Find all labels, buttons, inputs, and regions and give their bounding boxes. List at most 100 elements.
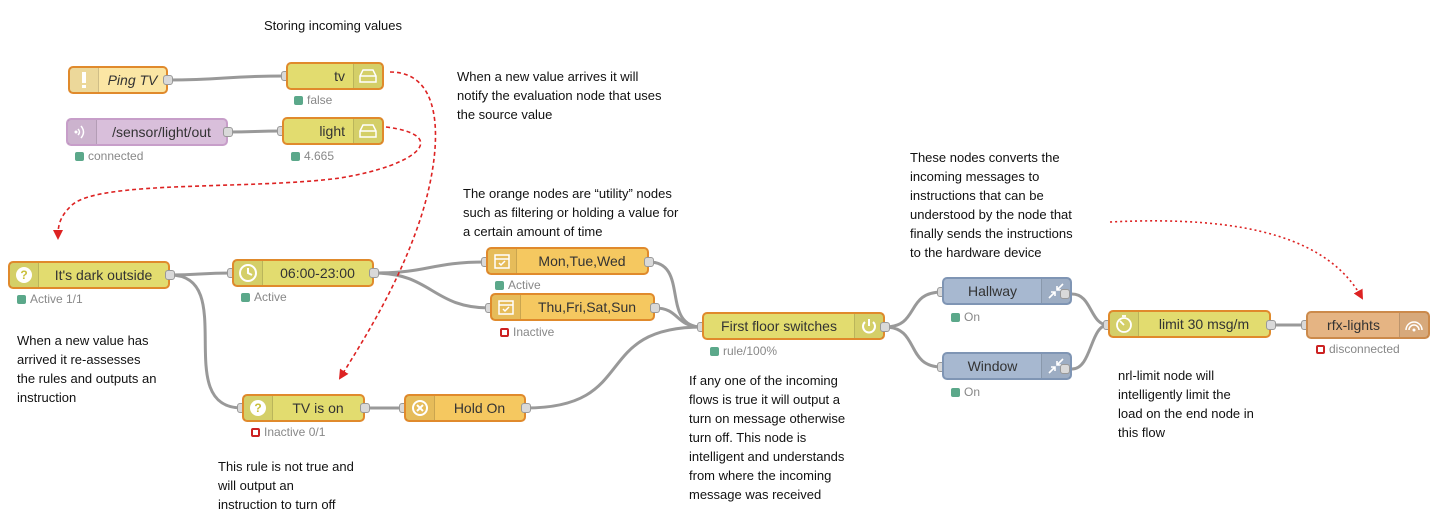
output-port[interactable] — [644, 257, 654, 267]
status-window: On — [951, 385, 980, 399]
status-dot — [75, 151, 84, 161]
node-label: TV is on — [292, 400, 344, 416]
question-icon: ? — [244, 396, 273, 420]
node-light[interactable]: light — [282, 117, 384, 145]
node-hallway[interactable]: Hallway — [942, 277, 1072, 305]
calendar-icon — [492, 295, 521, 319]
node-mon-wed[interactable]: Mon,Tue,Wed — [486, 247, 649, 275]
calendar-icon — [488, 249, 517, 273]
output-port[interactable] — [223, 127, 233, 137]
status-dot — [951, 387, 960, 397]
node-rfx-lights[interactable]: rfx-lights — [1306, 311, 1430, 339]
status-thu-sun: Inactive — [500, 325, 554, 339]
node-label: Thu,Fri,Sat,Sun — [537, 299, 637, 315]
node-tv[interactable]: tv — [286, 62, 384, 90]
status-text: rule/100% — [723, 344, 778, 358]
status-dot — [291, 151, 300, 161]
annotation-nrl-limit: nrl-limit node will intelligently limit … — [1118, 368, 1254, 440]
output-port[interactable] — [650, 303, 660, 313]
status-text: disconnected — [1329, 342, 1400, 356]
status-text: Inactive — [513, 325, 555, 339]
node-label: Mon,Tue,Wed — [538, 253, 626, 269]
node-ping-tv[interactable]: Ping TV — [68, 66, 168, 94]
node-label: limit 30 msg/m — [1158, 316, 1250, 332]
node-label: Hallway — [967, 283, 1017, 299]
storage-icon — [353, 64, 382, 88]
output-port[interactable] — [369, 268, 379, 278]
status-light: 4.665 — [291, 149, 334, 163]
status-dot — [294, 95, 303, 105]
status-dot — [495, 280, 504, 290]
node-window[interactable]: Window — [942, 352, 1072, 380]
annotation-if-any: If any one of the incoming flows is true… — [689, 373, 846, 502]
wire-first-window — [884, 325, 943, 369]
svg-text:?: ? — [254, 401, 261, 415]
annotation-arrows — [53, 71, 1363, 380]
node-label: tv — [334, 68, 345, 84]
output-port[interactable] — [1060, 364, 1070, 374]
node-mqtt-in[interactable]: /sensor/light/out — [66, 118, 228, 146]
status-dot — [710, 346, 719, 356]
node-label: light — [319, 123, 345, 139]
annotation-utility: The orange nodes are “utility” nodes suc… — [463, 186, 679, 239]
annotation-new-value: When a new value arrives it will notify … — [457, 69, 662, 122]
output-port[interactable] — [163, 75, 173, 85]
node-label: Hold On — [453, 400, 506, 416]
status-mqtt: connected — [75, 149, 143, 163]
output-port[interactable] — [880, 322, 890, 332]
question-icon: ? — [10, 263, 39, 287]
status-text: Active 1/1 — [30, 292, 83, 306]
output-port[interactable] — [521, 403, 531, 413]
status-first-floor: rule/100% — [710, 344, 777, 358]
arrow-tv-to-tvon — [338, 71, 437, 380]
annotation-converts: These nodes converts the incoming messag… — [910, 150, 1073, 260]
node-tv-on[interactable]: ? TV is on — [242, 394, 365, 422]
storage-icon — [353, 119, 382, 143]
node-label: /sensor/light/out — [112, 124, 211, 140]
output-port[interactable] — [1060, 289, 1070, 299]
status-text: 4.665 — [304, 149, 335, 163]
svg-text:?: ? — [20, 268, 27, 282]
status-dot — [241, 292, 250, 302]
node-label: Window — [967, 358, 1018, 374]
status-mon-wed: Active — [495, 278, 541, 292]
status-rfx: disconnected — [1316, 342, 1400, 356]
node-thu-sun[interactable]: Thu,Fri,Sat,Sun — [490, 293, 655, 321]
node-label: Ping TV — [107, 72, 158, 88]
node-limit[interactable]: limit 30 msg/m — [1108, 310, 1271, 338]
wire-first-hallway — [884, 290, 943, 329]
status-tv: false — [294, 93, 332, 107]
status-dot — [500, 327, 509, 337]
status-dark-outside: Active 1/1 — [17, 292, 83, 306]
status-hallway: On — [951, 310, 980, 324]
output-port[interactable] — [165, 270, 175, 280]
status-tv-on: Inactive 0/1 — [251, 425, 325, 439]
status-text: connected — [88, 149, 144, 163]
node-label: First floor switches — [721, 318, 837, 334]
clock-icon — [234, 261, 263, 285]
status-dot — [1316, 344, 1325, 354]
status-text: On — [964, 310, 981, 324]
wire-hold-first — [525, 325, 703, 410]
signal-icon — [1399, 313, 1428, 337]
node-hold-on[interactable]: Hold On — [404, 394, 526, 422]
status-text: false — [307, 93, 333, 107]
hold-icon — [406, 396, 435, 420]
power-icon — [854, 314, 883, 338]
status-time-range: Active — [241, 290, 287, 304]
node-label: 06:00-23:00 — [280, 265, 355, 281]
node-first-floor[interactable]: First floor switches — [702, 312, 885, 340]
timer-icon — [1110, 312, 1139, 336]
node-label: rfx-lights — [1327, 317, 1380, 333]
annotation-storing: Storing incoming values — [264, 18, 403, 33]
wire-time-mon — [373, 260, 487, 275]
arrow-light-to-dark — [53, 126, 422, 240]
node-label: It's dark outside — [54, 267, 153, 283]
wifi-icon — [68, 120, 97, 144]
output-port[interactable] — [360, 403, 370, 413]
output-port[interactable] — [1266, 320, 1276, 330]
exclamation-icon — [70, 68, 99, 92]
node-time-range[interactable]: 06:00-23:00 — [232, 259, 374, 287]
node-dark-outside[interactable]: ? It's dark outside — [8, 261, 170, 289]
annotation-reassess: When a new value has arrived it re-asses… — [17, 333, 157, 405]
